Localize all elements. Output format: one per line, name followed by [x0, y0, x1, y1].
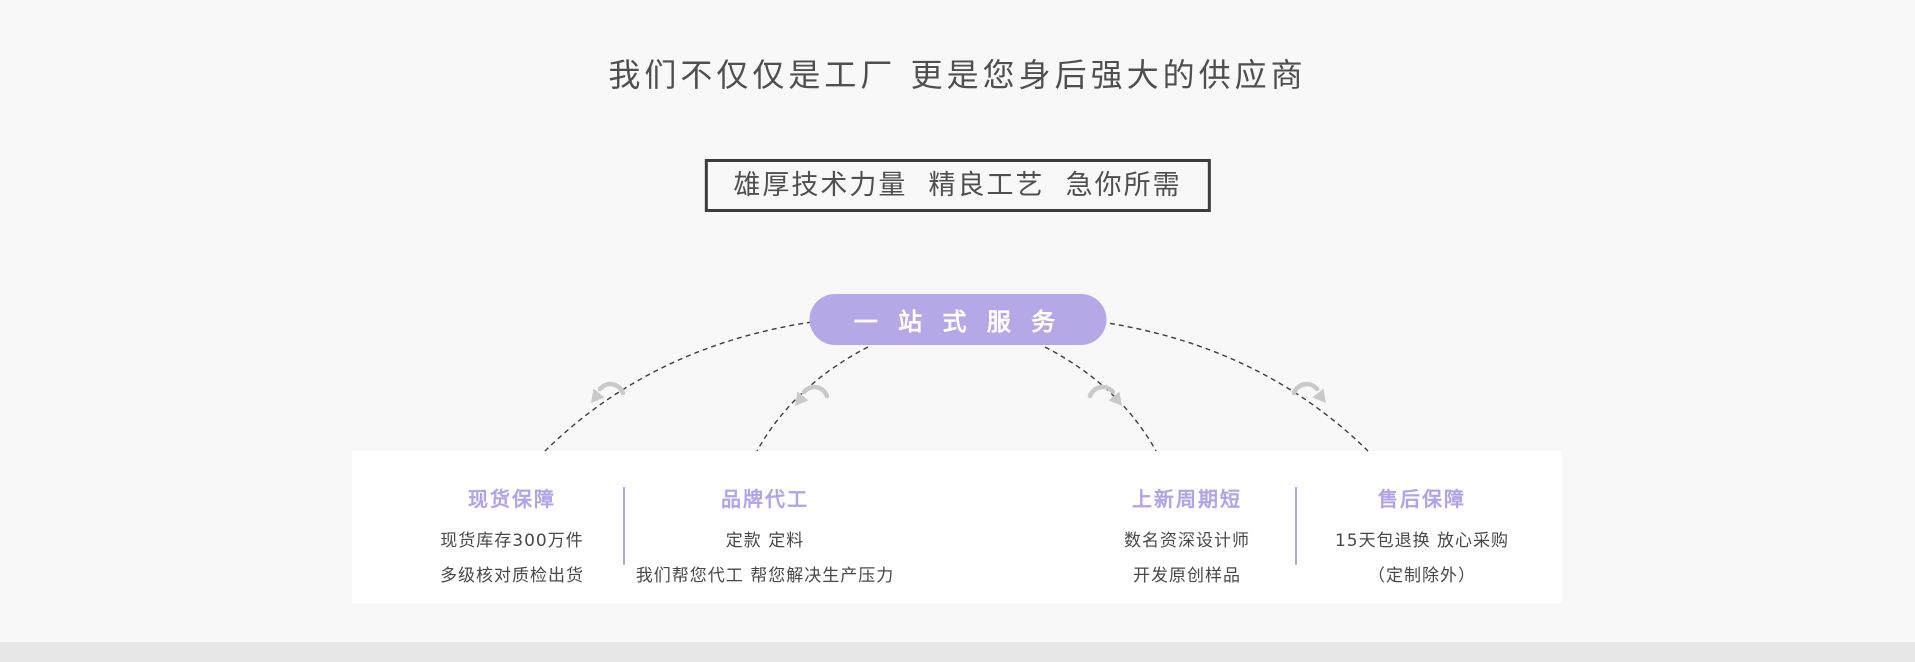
one-stop-service-pill: 一 站 式 服 务 [809, 294, 1106, 345]
curved-arrow-icon [591, 384, 623, 403]
feature-line: 开发原创样品 [1133, 566, 1241, 586]
feature-title: 品牌代工 [721, 487, 809, 511]
feature-oem: 品牌代工 定款 定料 我们帮您代工 帮您解决生产压力 [635, 483, 895, 589]
curved-arrow-icon [1090, 387, 1122, 406]
dashed-curve-3 [1044, 346, 1157, 452]
feature-after-sales: 售后保障 15天包退换 放心采购 （定制除外） [1305, 483, 1539, 589]
feature-title: 上新周期短 [1132, 487, 1242, 511]
vertical-divider [1295, 487, 1297, 565]
curved-arrow-icon [795, 387, 827, 406]
feature-stock-guarantee: 现货保障 现货库存300万件 多级核对质检出货 [362, 483, 662, 589]
feature-line: 现货库存300万件 [440, 531, 584, 551]
feature-title: 现货保障 [468, 487, 556, 511]
dashed-curve-2 [756, 346, 869, 452]
subtitle-box: 雄厚技术力量 精良工艺 急你所需 [704, 159, 1211, 212]
curved-arrow-icon [1294, 384, 1326, 403]
dashed-curve-4 [1100, 321, 1369, 452]
page-title: 我们不仅仅是工厂 更是您身后强大的供应商 [608, 56, 1307, 94]
feature-line: 数名资深设计师 [1124, 531, 1250, 551]
feature-line: 我们帮您代工 帮您解决生产压力 [635, 566, 895, 586]
feature-title: 售后保障 [1378, 487, 1466, 511]
feature-line: 15天包退换 放心采购 [1334, 531, 1510, 551]
feature-line: 定款 定料 [725, 531, 805, 551]
dashed-curve-1 [544, 321, 813, 452]
vertical-divider [623, 487, 625, 565]
feature-line: 多级核对质检出货 [440, 566, 584, 586]
features-panel: 现货保障 现货库存300万件 多级核对质检出货 品牌代工 定款 定料 我们帮您代… [352, 451, 1562, 603]
feature-new-arrivals: 上新周期短 数名资深设计师 开发原创样品 [1057, 483, 1317, 589]
footer-strip [0, 642, 1915, 662]
feature-line: （定制除外） [1368, 566, 1476, 586]
